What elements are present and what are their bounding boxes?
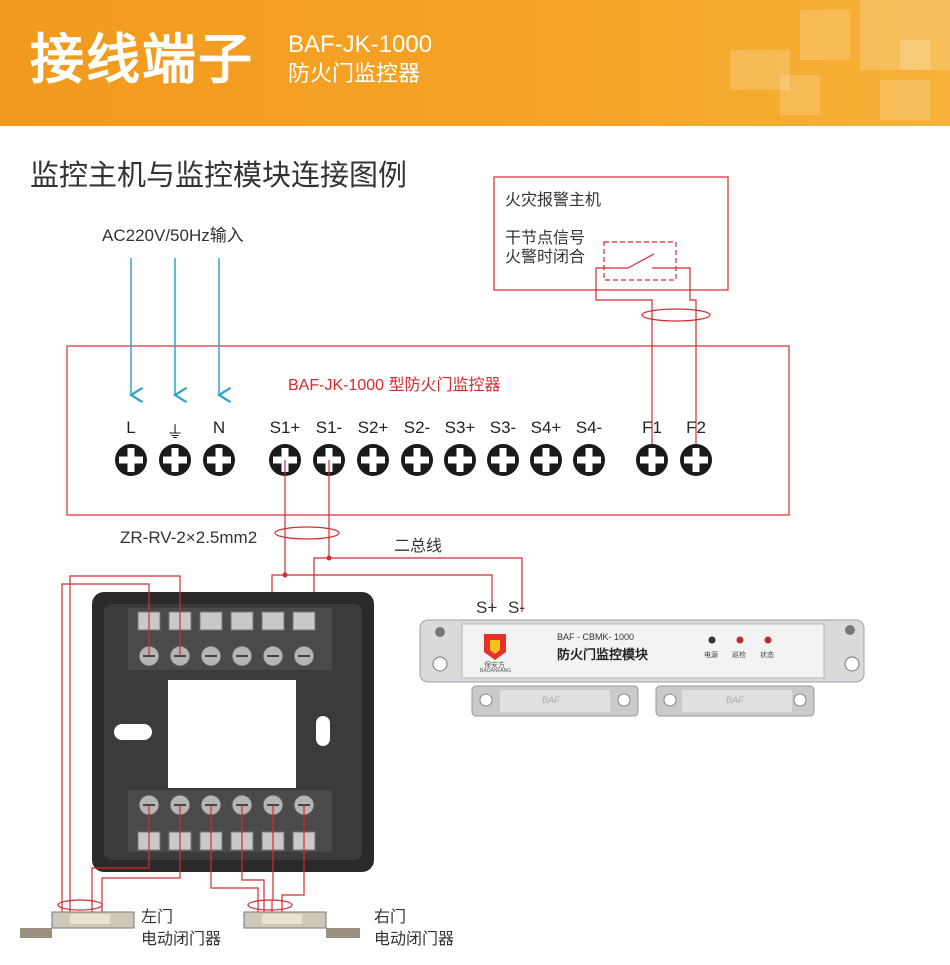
fire-alarm-host-box [493, 176, 729, 291]
right-door-closer-label: 电动闭门器 [374, 929, 455, 948]
base-plate [92, 592, 374, 872]
terminal-label-ground: ⏚ [166, 423, 184, 442]
magnet-right-label: BAF [726, 695, 744, 705]
bus-label: 二总线 [394, 536, 443, 555]
right-door-label: 右门 [374, 907, 407, 926]
controller-box [66, 345, 790, 516]
terminal-label-f1: F1 [642, 418, 662, 437]
monitoring-module [419, 619, 865, 717]
module-name: 防火门监控模块 [557, 648, 649, 663]
indicator-status-label: 状态 [760, 651, 774, 659]
terminal-label-f2: F2 [686, 418, 706, 437]
terminal-label-s1-plus: S1+ [269, 418, 301, 437]
left-door-closer [20, 911, 135, 938]
module-model: BAF - CBMK- 1000 [557, 632, 635, 642]
fire-alarm-signal-line2: 火警时闭合 [505, 247, 586, 266]
magnet-left-label: BAF [542, 695, 560, 705]
terminal-label-s3-plus: S3+ [444, 418, 476, 437]
terminal-label-s2-minus: S2- [403, 418, 431, 437]
terminal-label-s3-minus: S3- [489, 418, 517, 437]
terminal-label-s4-minus: S4- [575, 418, 603, 437]
cable-spec-label: ZR-RV-2×2.5mm2 [120, 528, 258, 547]
terminal-screws [115, 444, 712, 476]
left-door-closer-label: 电动闭门器 [141, 929, 222, 948]
controller-name: BAF-JK-1000 型防火门监控器 [288, 377, 501, 394]
banner-model: BAF-JK-1000 [288, 31, 433, 58]
header-banner: 接线端子 BAF-JK-1000 防火门监控器 [0, 0, 950, 126]
right-door-closer [243, 911, 360, 938]
section-title: 监控主机与监控模块连接图例 [30, 158, 408, 192]
terminal-label-s1-minus: S1- [315, 418, 343, 437]
dry-contact-box [603, 241, 677, 281]
fire-alarm-signal-line1: 干节点信号 [505, 228, 586, 247]
terminal-label-s4-plus: S4+ [530, 418, 562, 437]
fire-alarm-host-title: 火灾报警主机 [505, 190, 602, 209]
left-door-label: 左门 [141, 907, 174, 926]
terminal-label-s2-plus: S2+ [357, 418, 389, 437]
module-brand-en: BAOANFANG [480, 668, 512, 674]
module-s-minus-label: S- [508, 598, 525, 617]
indicator-check-label: 巡检 [732, 651, 746, 659]
power-input-label: AC220V/50Hz输入 [102, 226, 244, 245]
terminal-label-l: L [126, 418, 136, 437]
indicator-power-label: 电源 [704, 651, 718, 659]
banner-subtitle: 防火门监控器 [288, 62, 421, 87]
banner-title: 接线端子 [30, 28, 254, 91]
terminal-label-n: N [212, 418, 226, 437]
module-brand: 保安方 [484, 661, 505, 669]
module-s-plus-label: S+ [476, 598, 498, 617]
